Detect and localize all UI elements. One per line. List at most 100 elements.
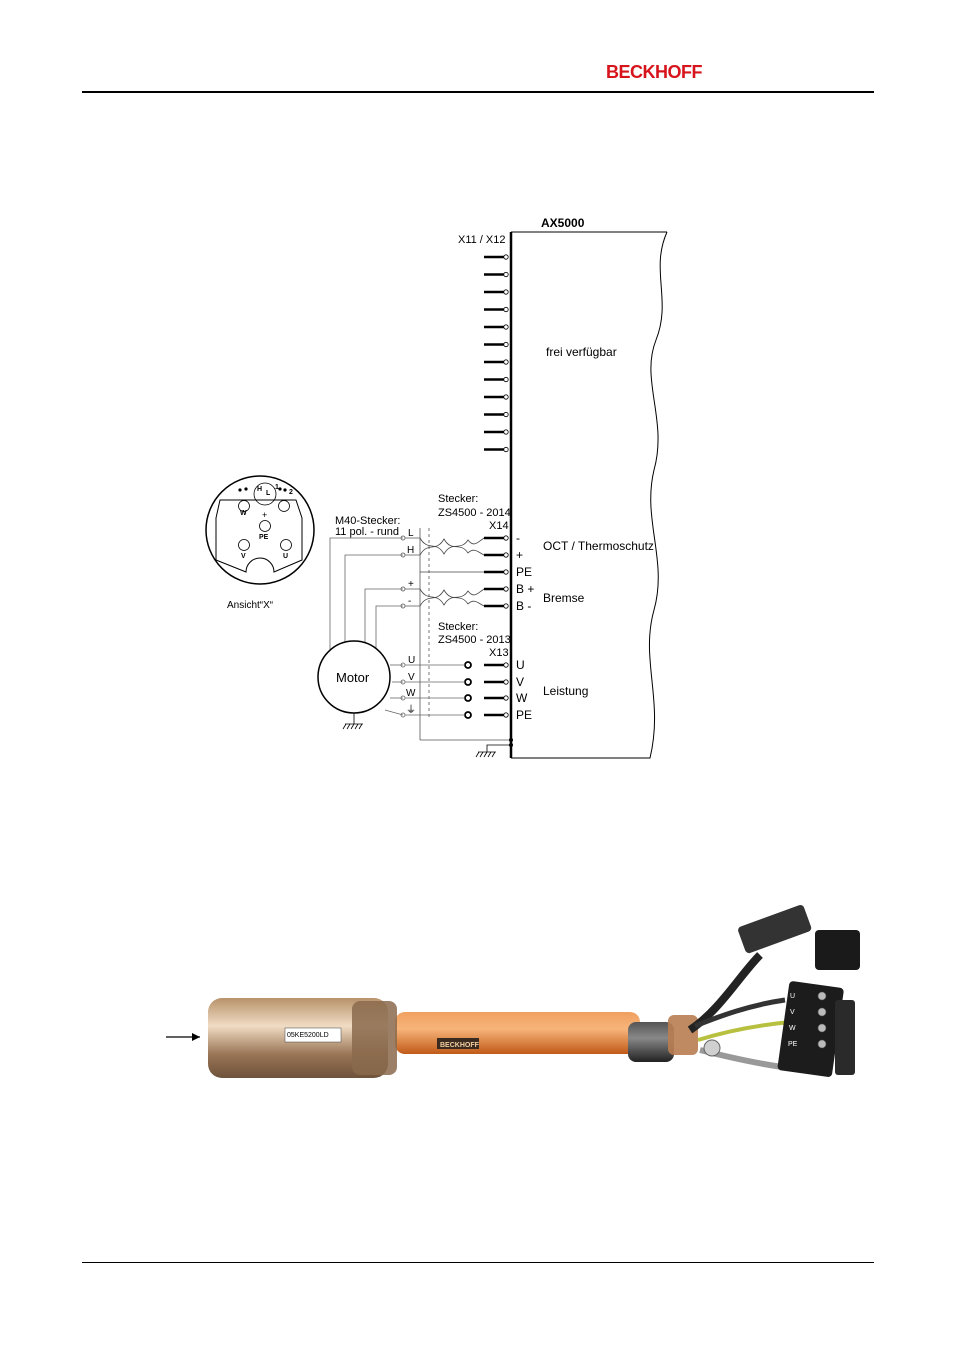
- terminal-block-back: [835, 1000, 855, 1075]
- terminal-label-v: V: [790, 1009, 795, 1016]
- pin-w-label: W: [406, 688, 416, 699]
- motor-wires: [329, 537, 403, 655]
- stecker-2014-label2: ZS4500 - 2014: [438, 507, 511, 519]
- pin-plus-label: +: [408, 579, 414, 590]
- barcode-text: 05KE5200LD: [287, 1032, 329, 1039]
- svg-text:B -: B -: [516, 599, 531, 613]
- header-rule: [82, 91, 874, 93]
- face-pin-w: W: [240, 510, 247, 517]
- x14-terminal-plus: +: [484, 548, 523, 562]
- braided-shield: [668, 1015, 698, 1055]
- connector-nut: [352, 1001, 397, 1075]
- x11-terminal-1: [484, 254, 509, 260]
- connector-face-view: [205, 475, 315, 585]
- twisted-pair-oct: [419, 537, 485, 556]
- x14-label: X14: [489, 520, 509, 532]
- ring-terminal: [703, 1039, 721, 1057]
- footer-rule: [82, 1262, 874, 1263]
- x11-terminal-2: [484, 271, 509, 278]
- cable-brand-label: [437, 1038, 479, 1049]
- face-pin-u: U: [283, 553, 288, 560]
- pin-h-label: H: [407, 545, 414, 556]
- x11-terminal-8: [484, 376, 509, 383]
- x11-terminals: [484, 254, 509, 453]
- cable-photo: 05KE5200LD BECKHOFF U V W PE: [166, 905, 860, 1078]
- beckhoff-logo: BECKHOFF: [606, 62, 703, 82]
- svg-text:W: W: [516, 691, 528, 705]
- motor-label: Motor: [336, 670, 370, 685]
- x13-terminal-u: U: [464, 658, 525, 672]
- stecker-2013-label2: ZS4500 - 2013: [438, 634, 511, 646]
- x11-terminal-12: [484, 446, 509, 453]
- leistung-label: Leistung: [543, 684, 588, 698]
- x14-terminals: - + PE B + B -: [484, 531, 534, 613]
- x13-terminal-w: W: [464, 691, 528, 705]
- x11-terminal-9: [484, 394, 509, 400]
- m40-stecker-label2: 11 pol. - rund: [335, 526, 399, 538]
- x13-terminal-v: V: [464, 675, 524, 689]
- pin-ground-label: ⏚: [406, 704, 416, 716]
- junction-dot-2: [509, 743, 513, 747]
- pin-v-label: V: [408, 672, 415, 683]
- m40-stecker-label1: M40-Stecker:: [335, 515, 400, 527]
- pin-u-label: U: [408, 655, 415, 666]
- orange-cable: [395, 1012, 640, 1054]
- power-terminal-block: [777, 981, 844, 1077]
- terminal-label-w: W: [789, 1025, 796, 1032]
- stecker-2014-label1: Stecker:: [438, 493, 478, 505]
- twisted-pair-brake: [419, 588, 485, 607]
- terminal-label-u: U: [790, 993, 795, 1000]
- face-pin-plus: +: [262, 510, 267, 520]
- cable-brand-text: BECKHOFF: [440, 1042, 480, 1049]
- face-pin-2: 2: [289, 489, 293, 496]
- svg-text:U: U: [516, 658, 525, 672]
- power-wires: [384, 662, 465, 718]
- power-wire-black: [694, 997, 786, 1029]
- x13-terminal-pe: PE: [464, 708, 532, 722]
- ax5000-device-outline: [509, 231, 668, 759]
- device-ground-icon: [475, 744, 511, 758]
- barcode-label: [284, 1027, 342, 1043]
- face-pin-l: L: [266, 490, 271, 497]
- heat-shrink: [628, 1022, 674, 1062]
- x11-terminal-4: [484, 306, 509, 313]
- x11-terminal-10: [484, 411, 509, 418]
- x11-terminal-11: [484, 429, 509, 435]
- bremse-label: Bremse: [543, 591, 585, 605]
- pin-minus-label: -: [408, 596, 411, 607]
- face-pin-1: 1: [275, 484, 279, 491]
- face-pin-h: H: [257, 486, 262, 493]
- svg-text:+: +: [516, 548, 523, 562]
- svg-text:V: V: [516, 675, 524, 689]
- pe-wire-yellow-green: [697, 1020, 791, 1042]
- junction-dot-1: [509, 738, 513, 742]
- motor-ground-icon: [342, 713, 363, 730]
- free-available-label: frei verfügbar: [546, 345, 617, 359]
- view-x-label: Ansicht“X“: [227, 600, 273, 611]
- svg-text:B +: B +: [516, 582, 534, 596]
- small-connector: [738, 905, 812, 954]
- terminal-label-pe: PE: [788, 1041, 798, 1048]
- svg-text:PE: PE: [516, 708, 532, 722]
- x11-terminal-3: [484, 289, 509, 295]
- svg-text:PE: PE: [516, 565, 532, 579]
- x14-terminal-pe: PE: [484, 565, 532, 579]
- x11-terminal-5: [484, 324, 509, 330]
- device-title: AX5000: [541, 216, 585, 230]
- face-pin-pe: PE: [259, 534, 269, 541]
- arrow-head-icon: [192, 1033, 200, 1041]
- x13-terminals: U V W PE: [464, 658, 532, 722]
- x14-terminal-minus: -: [484, 531, 520, 545]
- signal-wires: [687, 952, 763, 1034]
- x11-x12-label: X11 / X12: [458, 234, 506, 246]
- oct-label: OCT / Thermoschutz: [543, 539, 654, 553]
- small-connector-plug: [815, 930, 860, 970]
- pin-l-label: L: [408, 528, 414, 539]
- stecker-2013-label1: Stecker:: [438, 621, 478, 633]
- x13-label: X13: [489, 647, 509, 659]
- x11-terminal-6: [484, 341, 509, 348]
- x14-terminal-b-minus: B -: [484, 599, 531, 613]
- face-pin-v: V: [241, 553, 246, 560]
- x14-terminal-b-plus: B +: [484, 582, 534, 596]
